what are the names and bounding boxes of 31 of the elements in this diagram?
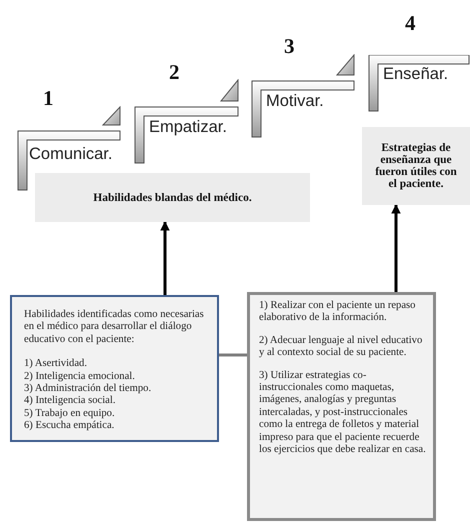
paragraph: 1) Realizar con el paciente un repaso elaborativo de la información. [259, 300, 416, 325]
paragraph: 3) Utilizar estrategias co-instruccionales como maquetas, imágenes, analogías y preguntas intercaladas, y post-instruccionales como la entrega de folletos y material impreso para que el paciente recuerde los ejercicios que debe realizar en casa. [259, 370, 427, 456]
paragraph: 6) Escucha empática. [24, 420, 116, 433]
step-number: 4 [405, 11, 416, 36]
paragraph: 2) Adecuar lenguaje al nivel educativo y al contexto social de su paciente. [259, 334, 424, 360]
step-number: 3 [284, 34, 294, 59]
step-bracket [368, 55, 470, 112]
box-title: Habilidades blandas del médico. [93, 192, 252, 204]
paragraph: 2) Inteligencia emocional. [24, 370, 136, 384]
step-number: 2 [169, 60, 180, 85]
connector-line [219, 354, 247, 356]
step-number: 1 [43, 86, 54, 111]
paragraph: 1) Asertividad. [24, 358, 88, 371]
step-bracket [17, 106, 121, 191]
step-bracket [134, 79, 239, 164]
paragraph: 4) Inteligencia social. [24, 395, 116, 408]
arrow [391, 204, 401, 292]
arrow [160, 221, 170, 295]
title-box [35, 173, 310, 222]
paragraph: 3) Administración del tiempo. [24, 383, 152, 396]
step-label: Comunicar. [29, 145, 112, 164]
step-label: Empatizar. [149, 118, 227, 137]
step-label: Motivar. [266, 92, 324, 111]
paragraph: Habilidades identificadas como necesarias en el médico para desarrollar el diálogo educativo con el paciente: [24, 309, 205, 346]
box-title: Estrategias de enseñanza que fueron útiles con el paciente. [374, 142, 458, 190]
text-box [10, 295, 219, 442]
paragraph: 5) Trabajo en equipo. [24, 408, 116, 420]
title-box [362, 127, 470, 205]
step-bracket [251, 54, 355, 138]
step-label: Enseñar. [383, 65, 448, 84]
text-box [247, 292, 436, 521]
